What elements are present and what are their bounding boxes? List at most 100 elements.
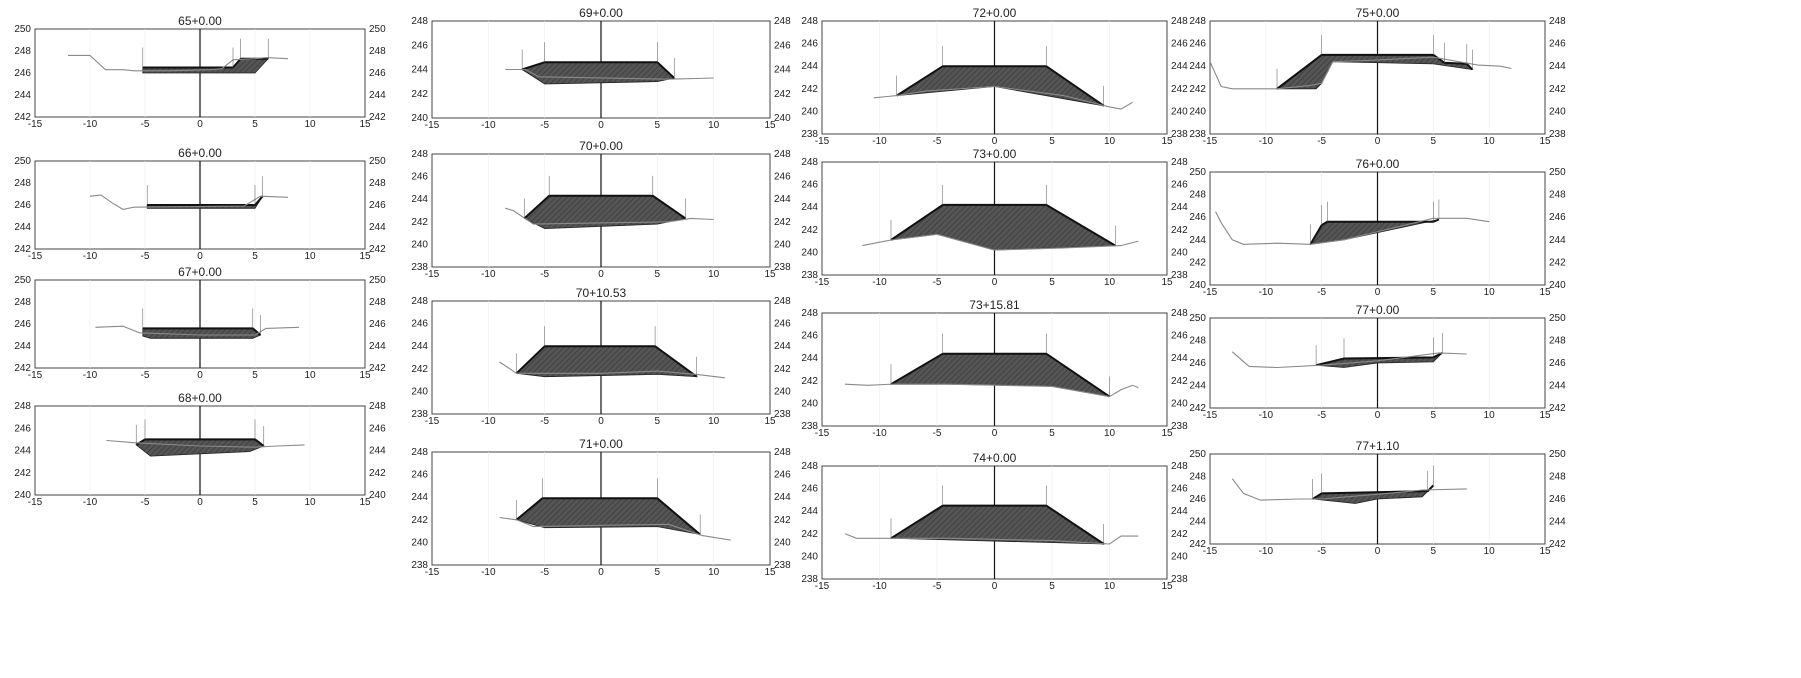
y-tick-label-left: 248 [801,308,818,319]
x-tick-label: 0 [1375,136,1381,147]
y-tick-label-right: 246 [1549,212,1566,223]
x-tick-label: -15 [1203,287,1218,298]
y-tick-label-left: 246 [801,39,818,50]
y-tick-label-left: 250 [1189,167,1206,178]
y-tick-label-right: 250 [1549,167,1566,178]
y-tick-label-left: 250 [14,24,31,35]
y-tick-label-right: 246 [774,470,791,481]
x-tick-label: 5 [1049,581,1055,592]
y-tick-label-right: 240 [774,113,791,124]
section-title: 77+0.00 [1356,303,1400,317]
x-tick-label: 15 [1161,136,1173,147]
y-tick-label-left: 250 [14,275,31,286]
section-title: 67+0.00 [178,265,222,279]
x-tick-label: -15 [815,581,830,592]
y-tick-label-right: 242 [1549,257,1566,268]
y-tick-label-left: 246 [411,470,428,481]
y-tick-label-left: 248 [1189,336,1206,347]
y-tick-label-right: 240 [1171,398,1188,409]
design-surface [890,352,1111,398]
y-tick-label-left: 242 [1189,84,1206,95]
x-tick-label: 10 [1484,287,1496,298]
y-tick-label-right: 246 [1549,494,1566,505]
section-title: 75+0.00 [1356,6,1400,20]
x-tick-label: 10 [304,251,316,262]
ground-line [1209,56,1512,90]
x-tick-label: -15 [1203,410,1218,421]
y-tick-label-left: 250 [14,156,31,167]
x-tick-label: 10 [1484,136,1496,147]
y-tick-label-left: 240 [1189,106,1206,117]
x-tick-label: -10 [83,251,98,262]
y-tick-label-right: 244 [1549,517,1566,528]
y-tick-label-left: 240 [411,239,428,250]
design-surface [135,438,265,447]
x-tick-label: 15 [1539,410,1551,421]
y-tick-label-left: 238 [801,270,818,281]
y-tick-label-right: 246 [774,40,791,51]
x-tick-label: 10 [1484,410,1496,421]
x-tick-label: -5 [141,370,150,381]
y-tick-label-right: 248 [1171,157,1188,168]
y-tick-label-right: 242 [1549,84,1566,95]
ground-line [68,54,289,72]
y-tick-label-left: 246 [411,319,428,330]
y-tick-label-left: 244 [1189,61,1206,72]
y-tick-label-left: 246 [411,172,428,183]
x-tick-label: 5 [252,119,258,130]
y-tick-label-right: 250 [369,24,386,35]
y-tick-label-left: 246 [801,484,818,495]
y-tick-label-left: 246 [14,423,31,434]
y-tick-label-right: 250 [369,275,386,286]
y-tick-label-right: 248 [1549,16,1566,27]
y-tick-label-right: 242 [1171,84,1188,95]
x-tick-label: -10 [481,120,496,131]
ground-line [862,233,1139,251]
x-tick-label: 10 [1104,428,1116,439]
y-tick-label-left: 250 [1189,449,1206,460]
x-tick-label: -15 [1203,546,1218,557]
y-tick-label-left: 242 [1189,403,1206,414]
y-tick-label-right: 240 [774,537,791,548]
y-tick-label-right: 248 [1549,190,1566,201]
x-tick-label: -5 [540,269,549,280]
y-tick-label-left: 244 [801,202,818,213]
y-tick-label-left: 248 [801,16,818,27]
x-tick-label: 0 [197,119,203,130]
ground-line [1231,478,1467,501]
x-tick-label: 0 [992,428,998,439]
y-tick-label-right: 244 [1549,381,1566,392]
ground-line [106,439,305,448]
y-tick-label-left: 248 [801,157,818,168]
y-tick-label-left: 242 [411,515,428,526]
x-tick-label: 0 [992,277,998,288]
x-tick-label: 15 [1161,428,1173,439]
section-title: 70+0.00 [579,139,623,153]
y-tick-label-right: 248 [369,297,386,308]
x-tick-label: 10 [1104,277,1116,288]
x-tick-label: -5 [1317,410,1326,421]
x-tick-label: -10 [872,581,887,592]
x-tick-label: -15 [425,567,440,578]
y-tick-label-left: 244 [411,492,428,503]
x-tick-label: 0 [992,581,998,592]
y-tick-label-left: 248 [411,447,428,458]
y-tick-label-left: 250 [1189,313,1206,324]
y-tick-label-left: 244 [14,446,31,457]
ground-line [499,516,731,541]
x-tick-label: 10 [1104,581,1116,592]
x-tick-label: -15 [28,497,43,508]
y-tick-label-right: 248 [1171,16,1188,27]
x-tick-label: 15 [764,120,776,131]
y-tick-label-left: 238 [411,409,428,420]
y-tick-label-left: 248 [14,401,31,412]
y-tick-label-right: 246 [369,423,386,434]
section-title: 71+0.00 [579,437,623,451]
section-title: 73+15.81 [969,298,1020,312]
